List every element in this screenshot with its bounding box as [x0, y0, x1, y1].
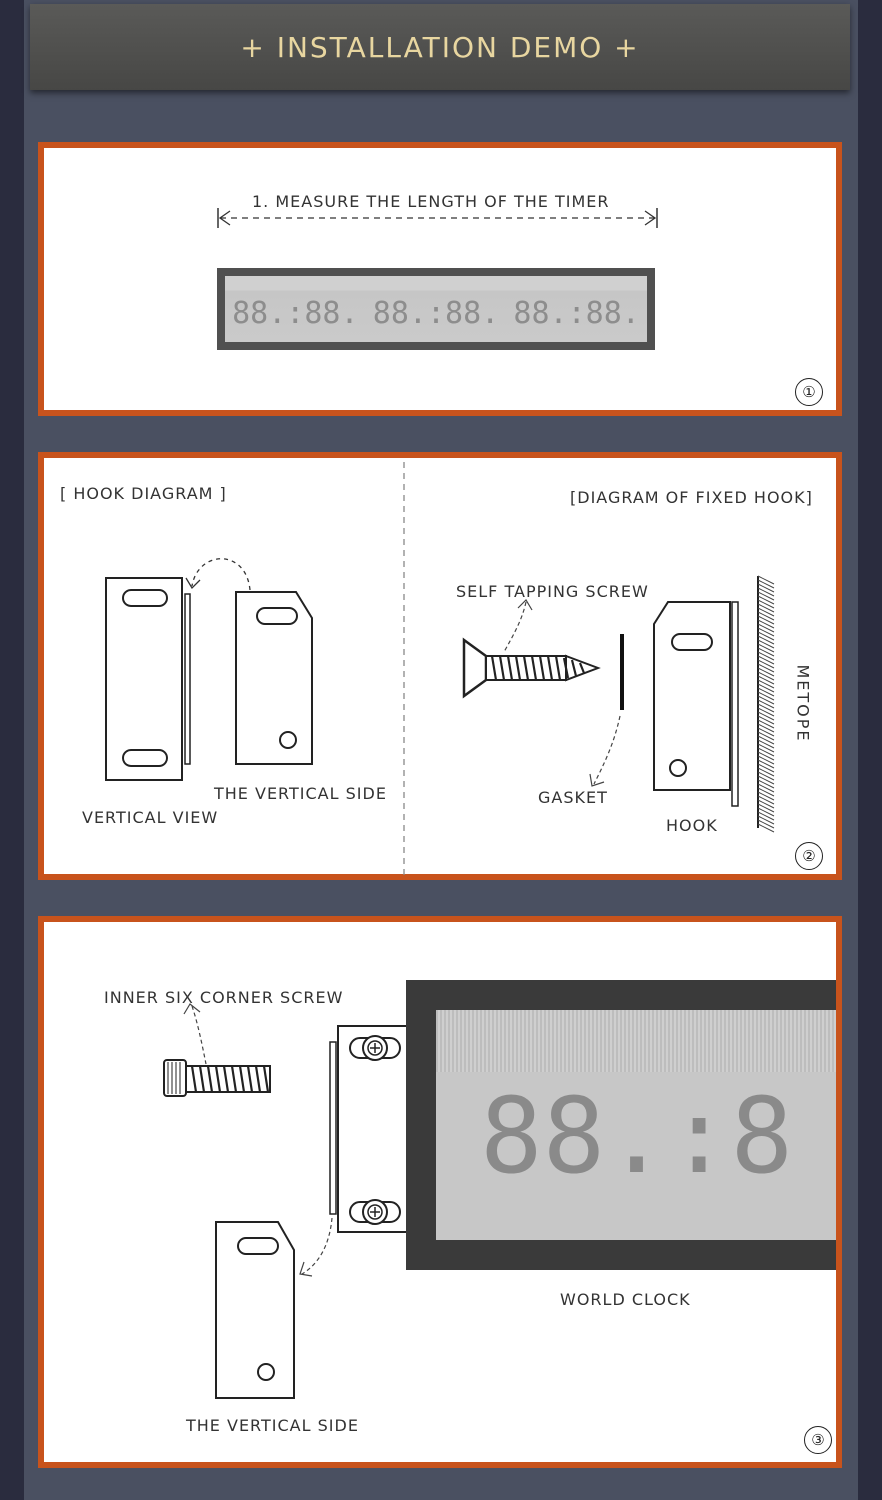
vertical-view-hook-icon	[105, 577, 191, 781]
step3-vertical-side-hook-icon	[215, 1217, 333, 1399]
title-banner: + INSTALLATION DEMO +	[30, 4, 850, 90]
vertical-side-label: THE VERTICAL SIDE	[214, 784, 387, 803]
step2-panel: [ HOOK DIAGRAM ] [DIAGRAM OF FIXED HOOK]…	[38, 452, 842, 880]
display-group-2: 88.:88.	[372, 295, 500, 331]
fold-arrow-icon	[185, 558, 251, 591]
display-group-1: 88.:88.	[232, 295, 359, 331]
gasket-label: GASKET	[538, 788, 608, 807]
inner-six-corner-screw-icon	[163, 1003, 271, 1097]
fixed-hook-icon	[653, 601, 739, 807]
display-group-3: 88.:88.	[513, 295, 640, 331]
vertical-side-hook-icon	[235, 591, 313, 765]
hook-label: HOOK	[666, 816, 718, 835]
measure-caption: 1. MEASURE THE LENGTH OF THE TIMER	[252, 192, 610, 211]
metope-label: METOPE	[793, 664, 813, 743]
step1-badge: ①	[795, 378, 823, 406]
mounted-bracket-icon	[329, 1025, 415, 1233]
hook-diagram-title: [ HOOK DIAGRAM ]	[60, 484, 227, 503]
banner-title: + INSTALLATION DEMO +	[240, 30, 640, 64]
inner-screw-label: INNER SIX CORNER SCREW	[104, 988, 344, 1007]
measure-arrow-icon	[217, 208, 658, 228]
fixed-hook-title: [DIAGRAM OF FIXED HOOK]	[570, 488, 813, 507]
self-tapping-screw-icon	[462, 599, 601, 699]
world-clock-display: 88.:8	[406, 980, 836, 1270]
right-rail	[858, 0, 882, 1500]
step3-panel: INNER SIX CORNER SCREW	[38, 916, 842, 1468]
left-rail	[0, 0, 24, 1500]
vertical-view-label: VERTICAL VIEW	[82, 808, 219, 827]
world-clock-digits: 88.:8	[480, 1075, 794, 1197]
step3-badge: ③	[804, 1426, 832, 1454]
step3-vertical-side-label: THE VERTICAL SIDE	[186, 1416, 359, 1435]
step1-panel: 1. MEASURE THE LENGTH OF THE TIMER 88.:8…	[38, 142, 842, 416]
self-tapping-screw-label: SELF TAPPING SCREW	[456, 582, 649, 601]
timer-display: 88.:88. 88.:88. 88.:88.	[217, 268, 655, 350]
panel-divider	[403, 462, 405, 880]
world-clock-label: WORLD CLOCK	[560, 1290, 691, 1309]
wall-hatch-icon	[757, 575, 775, 833]
step2-badge: ②	[795, 842, 823, 870]
gasket-icon	[589, 634, 624, 787]
